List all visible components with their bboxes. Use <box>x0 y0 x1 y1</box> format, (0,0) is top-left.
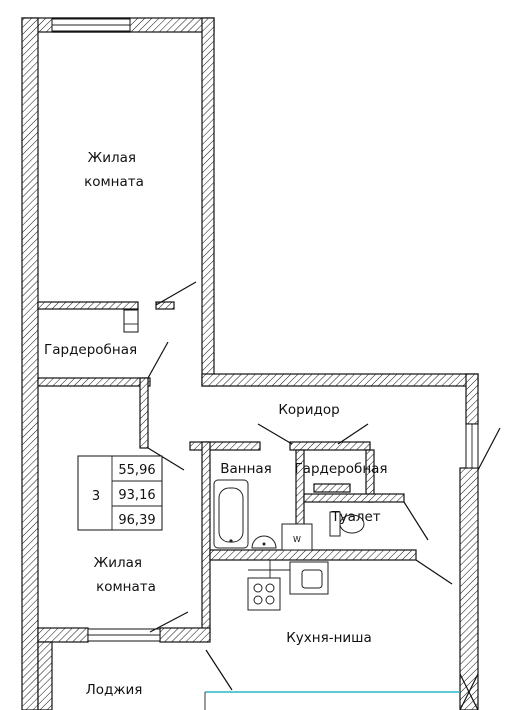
label-wardrobe-1: Гардеробная <box>44 342 137 358</box>
wall-toilet-small <box>313 483 351 493</box>
wall-bath-left <box>201 441 211 633</box>
wall-corridor-top <box>201 373 479 387</box>
wall-partition-wardrobe-bottom <box>37 377 151 387</box>
wall-loggia-top-right <box>159 627 211 643</box>
area-total-with-loggia: 96,39 <box>118 513 155 528</box>
label-living-room-2: Жилая комната <box>94 555 156 595</box>
wall-bath-top <box>189 441 261 451</box>
wall-partition-wardrobe-top <box>37 301 139 310</box>
toilet-icon <box>329 511 365 537</box>
wall-right-outer-upper <box>465 373 479 425</box>
washbasin-icon <box>251 535 277 549</box>
area-total: 93,16 <box>118 488 155 503</box>
washer-label: W <box>293 535 301 544</box>
room-labels: Жилая комната Гардеробная Жилая комната … <box>44 150 388 698</box>
wall-left-outer <box>21 17 39 710</box>
washing-machine-icon: W <box>281 523 313 551</box>
label-bathroom: Ванная <box>220 461 272 477</box>
bathtub-icon <box>213 479 249 549</box>
wall-living2-right <box>139 377 149 449</box>
wall-loggia-top <box>37 627 89 643</box>
wall-bath-top-right <box>289 441 371 451</box>
stove-icon <box>247 577 281 611</box>
rooms-count: 3 <box>92 489 100 504</box>
wall-toilet-top <box>303 493 405 503</box>
label-loggia: Лоджия <box>86 682 143 698</box>
wall-kitchen-top <box>209 549 417 561</box>
wall-loggia-left <box>37 641 53 710</box>
wall-right-outer-lower <box>459 467 479 710</box>
label-kitchen-niche: Кухня-ниша <box>286 630 372 646</box>
wall-partition-wardrobe-top2 <box>155 301 175 310</box>
wall-right-upper <box>201 17 215 387</box>
vent-shaft <box>123 309 139 333</box>
label-toilet: Туалет <box>330 509 380 525</box>
walls <box>21 17 479 710</box>
label-corridor: Коридор <box>278 402 339 418</box>
label-wardrobe-2: Гардеробная <box>294 461 387 477</box>
area-table: 3 55,96 93,16 96,39 <box>77 455 163 531</box>
area-living: 55,96 <box>118 463 155 478</box>
windows <box>51 17 479 710</box>
label-living-room-1: Жилая комната <box>84 150 144 190</box>
kitchen-sink-icon <box>289 561 329 595</box>
doors <box>147 281 501 710</box>
